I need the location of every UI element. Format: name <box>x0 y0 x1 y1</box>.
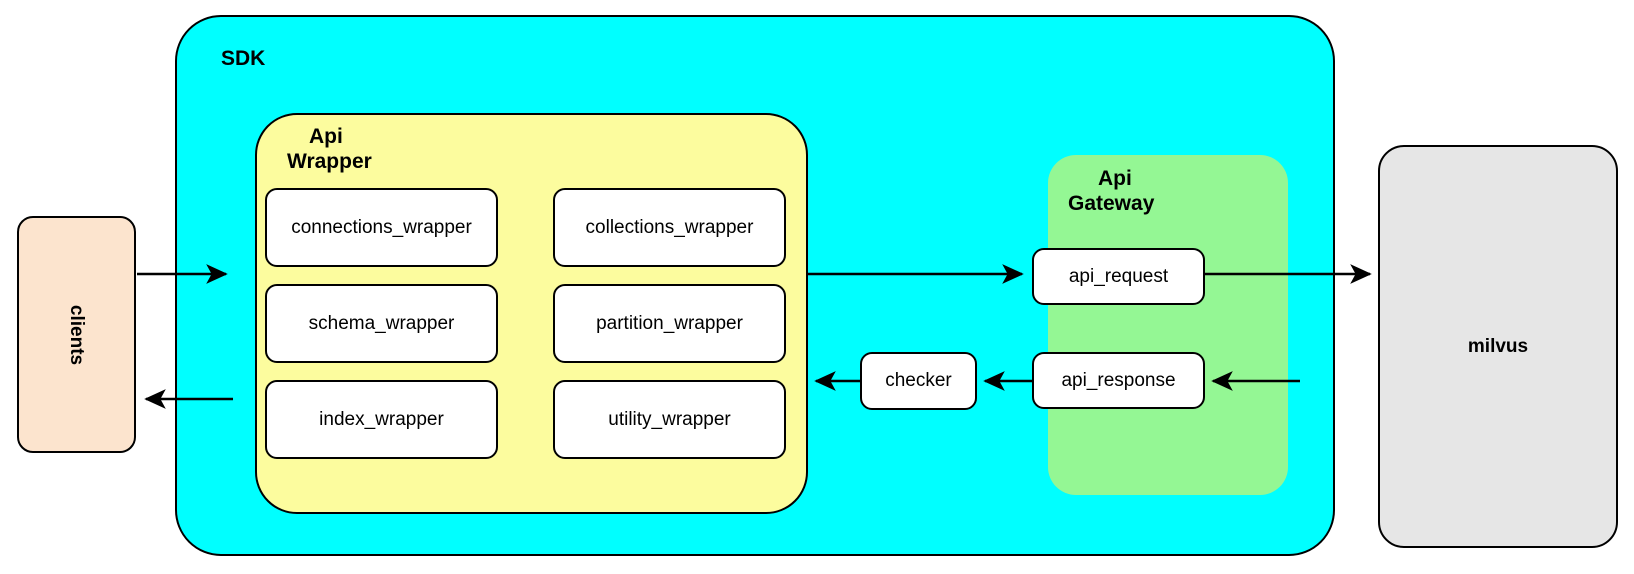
node-label: schema_wrapper <box>308 312 455 334</box>
sdk-container-title: SDK <box>221 47 266 70</box>
node-label: connections_wrapper <box>291 216 472 238</box>
node-api-request[interactable]: api_request <box>1032 248 1205 305</box>
node-label: index_wrapper <box>319 408 444 430</box>
api-gateway-container-title: Api Gateway <box>1068 167 1155 215</box>
node-label: milvus <box>1467 335 1529 357</box>
node-label: utility_wrapper <box>608 408 731 430</box>
node-partition-wrapper[interactable]: partition_wrapper <box>553 284 786 363</box>
node-api-response[interactable]: api_response <box>1032 352 1205 409</box>
node-index-wrapper[interactable]: index_wrapper <box>265 380 498 459</box>
node-label: checker <box>885 370 952 391</box>
node-milvus[interactable]: milvus <box>1378 145 1618 548</box>
node-checker[interactable]: checker <box>860 352 977 410</box>
node-utility-wrapper[interactable]: utility_wrapper <box>553 380 786 459</box>
node-schema-wrapper[interactable]: schema_wrapper <box>265 284 498 363</box>
node-collections-wrapper[interactable]: collections_wrapper <box>553 188 786 267</box>
node-clients[interactable]: clients <box>17 216 136 453</box>
node-connections-wrapper[interactable]: connections_wrapper <box>265 188 498 267</box>
node-label: api_request <box>1068 265 1169 287</box>
api-gateway-container[interactable]: Api Gateway <box>1048 155 1288 495</box>
node-label: clients <box>66 304 88 365</box>
api-wrapper-container-title: Api Wrapper <box>287 125 372 173</box>
node-label: api_response <box>1061 369 1176 391</box>
node-label: partition_wrapper <box>596 312 743 334</box>
node-label: collections_wrapper <box>585 216 754 238</box>
